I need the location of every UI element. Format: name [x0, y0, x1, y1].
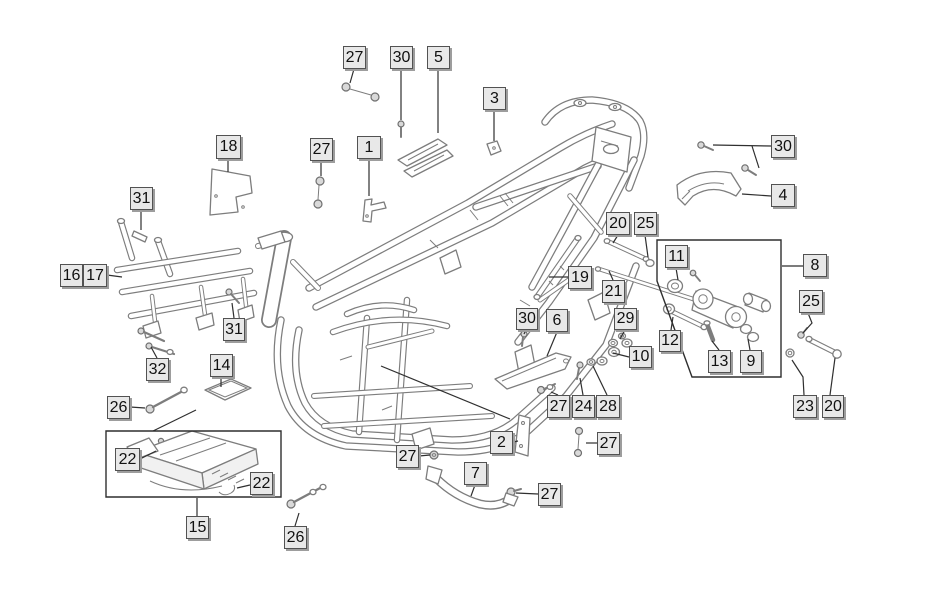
part-1-bracket — [362, 198, 387, 223]
leader-line — [139, 450, 157, 460]
leader-line — [619, 329, 626, 340]
leader-line — [644, 234, 649, 258]
leader-line — [515, 492, 539, 495]
subframe-post-cap — [116, 217, 126, 225]
part-6-bracket — [494, 352, 572, 390]
leader-line — [711, 340, 720, 351]
leader-line — [612, 352, 630, 358]
part-5-bracket — [397, 138, 454, 178]
frame-tube — [312, 384, 472, 398]
leader-line — [802, 312, 813, 334]
screws-27-d — [573, 426, 584, 458]
subframe-foot — [195, 312, 215, 331]
leader-line — [579, 377, 584, 396]
bolt-26-left — [145, 386, 188, 414]
frame-tube — [366, 329, 434, 349]
bushing-25-top — [645, 258, 655, 268]
subframe-foot — [237, 304, 255, 323]
part-15-tray — [126, 430, 259, 491]
leader-line — [712, 144, 772, 147]
rod-20b-ends — [805, 335, 842, 359]
leader-line — [150, 346, 158, 359]
pin-31 — [131, 230, 148, 243]
leader-line — [523, 329, 527, 335]
leader-line — [418, 454, 431, 457]
frame-to-part2 — [380, 365, 511, 420]
leader-line — [236, 484, 251, 489]
leader-line — [129, 406, 146, 409]
bolt-27-left — [429, 450, 439, 460]
steering-clamp — [257, 230, 286, 250]
leader-line — [670, 316, 674, 331]
ear-hole — [578, 101, 582, 105]
frame-tube — [122, 271, 250, 292]
leader-line — [550, 391, 559, 396]
nut-23 — [785, 348, 795, 358]
leader-line — [741, 193, 772, 197]
part-18-plate — [209, 168, 253, 216]
frame-tube — [121, 222, 132, 258]
bolt-26-bottom — [286, 483, 327, 509]
hook-22-low — [218, 484, 236, 496]
panel-slot — [600, 140, 619, 147]
screws-27-mid — [313, 176, 325, 209]
bolts-32 — [137, 327, 176, 356]
leader-line — [106, 274, 123, 278]
leader-line — [751, 145, 760, 169]
group-box-8 — [656, 239, 782, 378]
leader-line — [512, 440, 519, 443]
leader-line — [829, 357, 836, 396]
leader-line — [747, 338, 751, 351]
leader-line — [470, 484, 476, 497]
frame-tube — [158, 241, 170, 274]
leader-line — [349, 68, 355, 84]
rear-mount-ear — [608, 102, 622, 112]
frame-tube — [808, 338, 838, 355]
leader-line — [675, 267, 679, 281]
screws-30-right — [697, 141, 757, 176]
part-3-clamp — [486, 140, 502, 156]
box15-to-frame — [152, 409, 197, 432]
bolt-27-c — [536, 383, 556, 395]
frame-bracket — [411, 427, 435, 451]
frame-bracket — [439, 249, 462, 275]
screws-27-top — [341, 82, 380, 102]
rear-mount-ear — [573, 98, 587, 108]
frame-bracket — [587, 291, 611, 321]
part-14-plate — [204, 378, 252, 401]
part-7-stand-ends — [425, 465, 519, 507]
loose-parts — [126, 82, 842, 509]
rod-19-ends — [533, 234, 582, 301]
subframe-post-cap — [153, 236, 163, 244]
bolt-24 — [576, 361, 584, 380]
frame-tube — [671, 310, 704, 328]
group-box-15 — [105, 430, 282, 498]
leader-line — [612, 234, 619, 244]
leader-line — [608, 270, 614, 281]
frame-tube — [605, 239, 648, 261]
part-2-bracket — [514, 414, 531, 457]
screw-31-low — [225, 288, 240, 304]
leader-line — [592, 365, 608, 396]
rear-panel-hole — [602, 143, 620, 155]
leader-line — [546, 331, 558, 357]
frame-tube — [322, 414, 494, 428]
leader-line — [231, 302, 235, 319]
frame-tube — [131, 293, 254, 316]
bushings-10 — [596, 338, 633, 366]
leader-line — [294, 512, 300, 527]
washer-28 — [586, 358, 596, 366]
part-4-bracket — [676, 170, 742, 206]
leader-line — [791, 359, 805, 396]
frame-tube — [117, 251, 238, 270]
frame-tube — [291, 260, 320, 290]
weld-marks — [339, 192, 531, 411]
screw-30-top — [397, 120, 405, 138]
part-8-linkage — [666, 269, 772, 343]
ear-hole — [613, 105, 617, 109]
annotations — [105, 68, 836, 527]
frame-tube — [269, 238, 284, 320]
